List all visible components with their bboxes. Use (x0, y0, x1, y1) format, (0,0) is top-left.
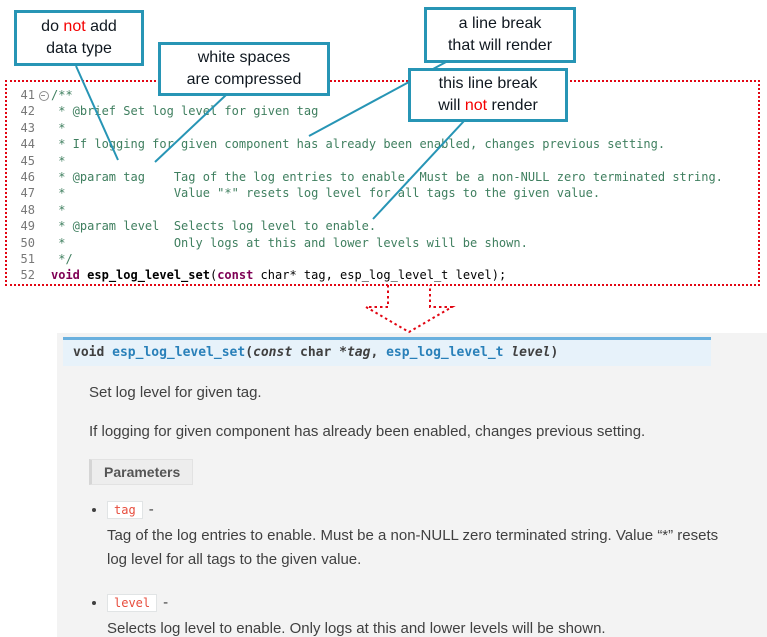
callout-break-renders: a line break that will render (424, 7, 576, 63)
code-text: * (51, 202, 66, 217)
down-arrow-icon (362, 285, 456, 334)
code-text: * If logging for given component has alr… (51, 137, 666, 152)
callout-line: this line break (438, 74, 538, 92)
parameter-list: tag- Tag of the log entries to enable. M… (87, 501, 767, 637)
code-line: 41 /** (7, 87, 758, 103)
code-line: 48 * (7, 202, 758, 218)
line-number: 51 (20, 251, 35, 266)
line-number: 48 (20, 202, 35, 217)
line-number: 49 (20, 219, 35, 234)
line-number: 52 (20, 268, 35, 283)
function-name: esp_log_level_set (112, 345, 246, 360)
list-item-level: level- Selects log level to enable. Only… (107, 594, 767, 637)
code-line-declaration: 52 void esp_log_level_set(const char* ta… (7, 267, 758, 283)
code-line: 43 * (7, 120, 758, 136)
callout-line: that will render (447, 37, 553, 54)
code-text: * Only logs at this and lower levels wil… (51, 235, 528, 250)
code-text: */ (51, 251, 73, 266)
arg-level: level (511, 345, 551, 360)
code-text: * (51, 120, 66, 135)
code-text: * @param tag Tag of the log entries to e… (51, 169, 723, 184)
callout-line: will not render (438, 97, 538, 114)
brief-description: Set log level for given tag. (89, 384, 262, 401)
line-number: 41 (20, 88, 35, 102)
param-name-level: level (107, 594, 158, 612)
callout-line: data type (46, 40, 112, 57)
code-text: * Value "*" resets log level for all tag… (51, 186, 601, 201)
parameters-label: Parameters (89, 459, 194, 485)
code-line: 49 * @param level Selects log level to e… (7, 218, 758, 234)
list-item-tag: tag- Tag of the log entries to enable. M… (107, 501, 767, 572)
callout-no-datatype: do not add data type (14, 10, 144, 66)
arg-type-link[interactable]: esp_log_level_t (386, 345, 504, 360)
callout-whitespace-compressed: white spaces are compressed (158, 42, 330, 96)
callout-line: do not add (41, 17, 117, 35)
function-signature: void esp_log_level_set(const char *tag, … (63, 337, 711, 366)
param-desc-level: Selects log level to enable. Only logs a… (107, 620, 606, 637)
code-editor: 41 /** 42 * @brief Set log level for giv… (5, 80, 760, 286)
fold-minus-icon[interactable] (39, 91, 49, 101)
code-line: 51 */ (7, 251, 758, 267)
return-type: void (73, 345, 105, 360)
line-number: 46 (20, 169, 35, 184)
line-number: 43 (20, 120, 35, 135)
code-line: 50 * Only logs at this and lower levels … (7, 235, 758, 251)
detail-description: If logging for given component has alrea… (89, 422, 646, 440)
code-line: 44 * If logging for given component has … (7, 136, 758, 152)
line-number: 50 (20, 235, 35, 250)
line-number: 42 (20, 104, 35, 119)
callout-line: white spaces (197, 48, 291, 66)
code-line: 47 * Value "*" resets log level for all … (7, 185, 758, 201)
arg-tag: tag (346, 345, 371, 360)
callout-break-not-render: this line break will not render (408, 68, 568, 122)
param-desc-tag: Tag of the log entries to enable. Must b… (107, 527, 719, 568)
code-text: * @param level Selects log level to enab… (51, 219, 377, 234)
code-line: 46 * @param tag Tag of the log entries t… (7, 169, 758, 185)
callout-line: are compressed (186, 71, 302, 88)
code-line: 42 * @brief Set log level for given tag (7, 103, 758, 119)
line-number: 44 (20, 137, 35, 152)
code-text: * @brief Set log level for given tag (51, 104, 319, 119)
param-name-tag: tag (107, 501, 143, 519)
const-keyword: const (253, 345, 293, 360)
code-text: * (51, 153, 66, 168)
code-text: /** (51, 88, 73, 102)
callout-line: a line break (458, 14, 542, 32)
line-number: 47 (20, 186, 35, 201)
rendered-docs-panel: void esp_log_level_set(const char *tag, … (57, 333, 767, 637)
line-number: 45 (20, 153, 35, 168)
code-line: 45 * (7, 153, 758, 169)
code-text: void esp_log_level_set(const char* tag, … (51, 268, 507, 283)
